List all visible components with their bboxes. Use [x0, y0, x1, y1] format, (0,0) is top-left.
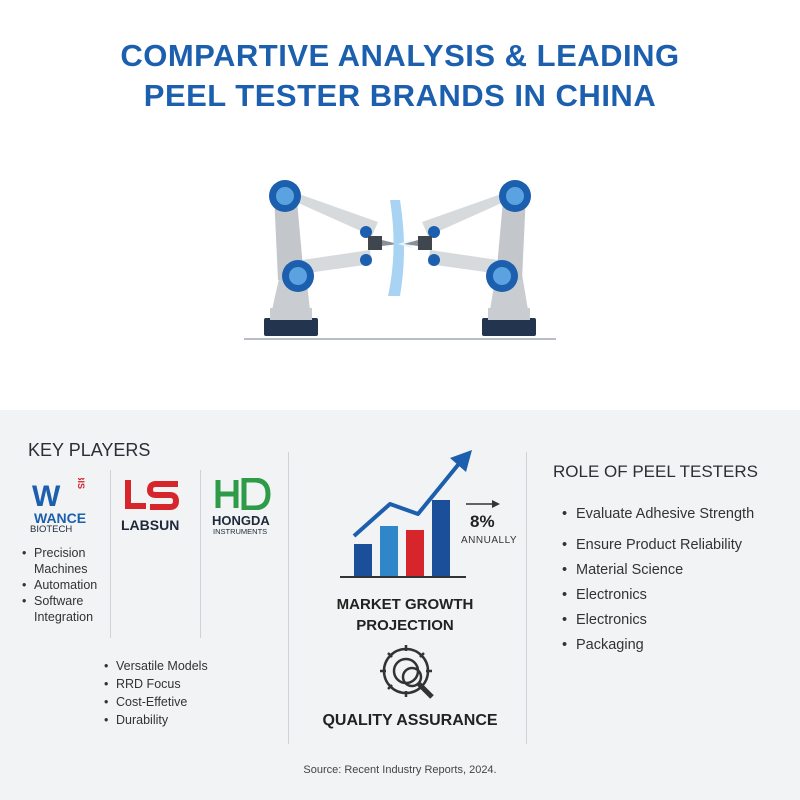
svg-text:W: W: [32, 480, 61, 510]
growth-unit: ANNUALLY: [461, 535, 518, 546]
right-robot-arm: [404, 180, 536, 336]
wance-brand-sub: BIOTECH: [30, 524, 73, 535]
quality-assurance-label: QUALITY ASSURANCE: [322, 712, 498, 729]
list-item: RRD Focus: [104, 675, 234, 693]
labsun-brand-name: LABSUN: [121, 517, 180, 533]
hongda-brand-name: HONGDA: [212, 513, 270, 528]
growth-bar-3: [406, 530, 424, 576]
other-feature-list: Versatile Models RRD Focus Cost-Effetive…: [104, 657, 234, 729]
market-growth-line-1: MARKET GROWTH: [336, 596, 474, 613]
wance-brand-name: WANCE: [34, 510, 87, 526]
market-growth-chart-icon: [340, 450, 472, 578]
right-arrow-icon: [466, 500, 500, 508]
labsun-logo-mark: [125, 480, 180, 510]
list-item: Durability: [104, 711, 234, 729]
list-item: Cost-Effetive: [104, 693, 234, 711]
growth-bar-1: [354, 544, 372, 576]
divider-center-left: [288, 452, 289, 744]
market-growth-line-2: PROJECTION: [356, 617, 454, 634]
role-heading: ROLE OF PEEL TESTERS: [553, 462, 759, 481]
source-note: Source: Recent Industry Reports, 2024.: [303, 764, 497, 776]
robotic-arms-illustration: [244, 180, 556, 340]
hongda-logo-mark: [215, 478, 271, 510]
list-item: Automation: [22, 577, 112, 593]
growth-bar-2: [380, 526, 398, 576]
list-item: Software Integration: [22, 593, 112, 625]
list-item: Electronics: [562, 610, 754, 635]
growth-bar-4: [432, 500, 450, 576]
role-list: Evaluate Adhesive Strength Ensure Produc…: [562, 504, 754, 660]
list-item: Ensure Product Reliability: [562, 535, 754, 560]
divider-center-right: [526, 452, 527, 744]
list-item: Material Science: [562, 560, 754, 585]
wance-feature-list: Precision Machines Automation Software I…: [22, 545, 112, 625]
market-growth-label: MARKET GROWTH PROJECTION: [320, 594, 490, 636]
list-item: Precision Machines: [22, 545, 112, 577]
page-title: COMPARTIVE ANALYSIS & LEADING PEEL TESTE…: [0, 36, 800, 116]
peel-film: [388, 200, 412, 296]
list-item: Versatile Models: [104, 657, 234, 675]
title-line-2: PEEL TESTER BRANDS IN CHINA: [143, 78, 657, 113]
wance-logo-mark: W BIS: [32, 478, 86, 510]
list-item: Electronics: [562, 585, 754, 610]
divider-left-2: [200, 470, 201, 638]
left-robot-arm: [264, 180, 398, 336]
title-line-1: COMPARTIVE ANALYSIS & LEADING: [120, 38, 680, 73]
list-item: Packaging: [562, 635, 754, 660]
growth-trend-arrow: [352, 458, 464, 538]
hongda-brand-sub: INSTRUMENTS: [213, 527, 268, 536]
svg-text:BIS: BIS: [76, 478, 86, 489]
list-item: Evaluate Adhesive Strength: [562, 504, 754, 529]
key-players-heading: KEY PLAYERS: [28, 440, 151, 460]
growth-percentage: 8%: [470, 512, 495, 531]
gear-magnifier-icon: [380, 645, 434, 699]
